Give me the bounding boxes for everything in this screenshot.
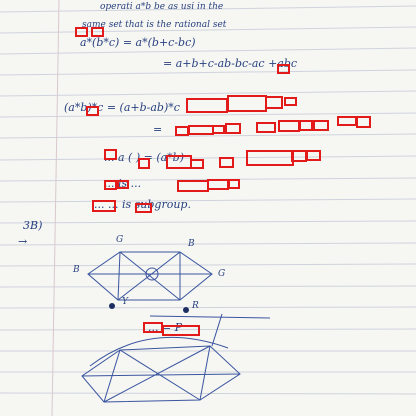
- note-line-1: operati a*b be as usi in the: [100, 2, 224, 12]
- redaction-box: [104, 180, 117, 190]
- redaction-box: [91, 27, 104, 37]
- note-line-5: (a*b)*c = (a+b-ab)*c: [64, 101, 180, 114]
- vertex-label-bottom-right: R: [192, 301, 199, 311]
- redaction-box: [265, 96, 283, 109]
- redaction-box: [228, 179, 240, 189]
- redaction-box: [219, 157, 234, 168]
- question-label: 3B): [23, 219, 43, 232]
- redaction-box: [190, 159, 204, 169]
- note-line-3: a*(b*c) = a*(b+c-bc): [80, 36, 196, 49]
- redaction-box: [75, 27, 88, 37]
- redaction-box: [162, 325, 200, 336]
- redaction-box: [143, 322, 163, 333]
- redaction-box: [212, 125, 225, 134]
- note-line-4: = a+b+c-ab-bc-ac +abc: [163, 57, 298, 70]
- note-line-10: ... = P: [148, 321, 183, 334]
- vertex-label-right: G: [218, 269, 226, 279]
- vertex-label-left: B: [73, 265, 80, 275]
- note-line-2: same set that is the rational set: [82, 20, 227, 30]
- note-line-7: ... a ( ) = (a*b): [104, 151, 185, 164]
- vertex-label-bottom-left: Y: [122, 297, 128, 307]
- redaction-box: [284, 97, 297, 106]
- redaction-box: [207, 179, 229, 190]
- redaction-box: [313, 120, 329, 131]
- redaction-box: [166, 155, 192, 169]
- redaction-box: [337, 116, 357, 126]
- redaction-box: [104, 149, 117, 160]
- redaction-box: [278, 120, 300, 132]
- note-line-8: ... is ...: [104, 177, 142, 190]
- redaction-box: [177, 180, 209, 192]
- redaction-box: [256, 122, 276, 133]
- redaction-box: [138, 158, 150, 169]
- redaction-box: [227, 95, 267, 112]
- vertex-label-top-left: G: [116, 235, 124, 245]
- vertex-label-top-right: B: [188, 239, 195, 249]
- redaction-box: [299, 120, 313, 131]
- redaction-box: [117, 180, 129, 189]
- redaction-box: [86, 106, 99, 116]
- redaction-box: [188, 125, 214, 135]
- redaction-box: [225, 123, 241, 134]
- redaction-box: [135, 203, 152, 213]
- redaction-box: [277, 64, 290, 74]
- redaction-box: [186, 98, 228, 113]
- redaction-box: [92, 200, 116, 212]
- arrow-icon: →: [18, 235, 28, 248]
- redaction-box: [356, 116, 371, 128]
- redaction-box: [175, 126, 189, 136]
- redaction-box: [291, 150, 307, 162]
- note-line-6: =: [153, 123, 163, 136]
- redaction-box: [246, 150, 294, 166]
- redaction-box: [306, 150, 321, 161]
